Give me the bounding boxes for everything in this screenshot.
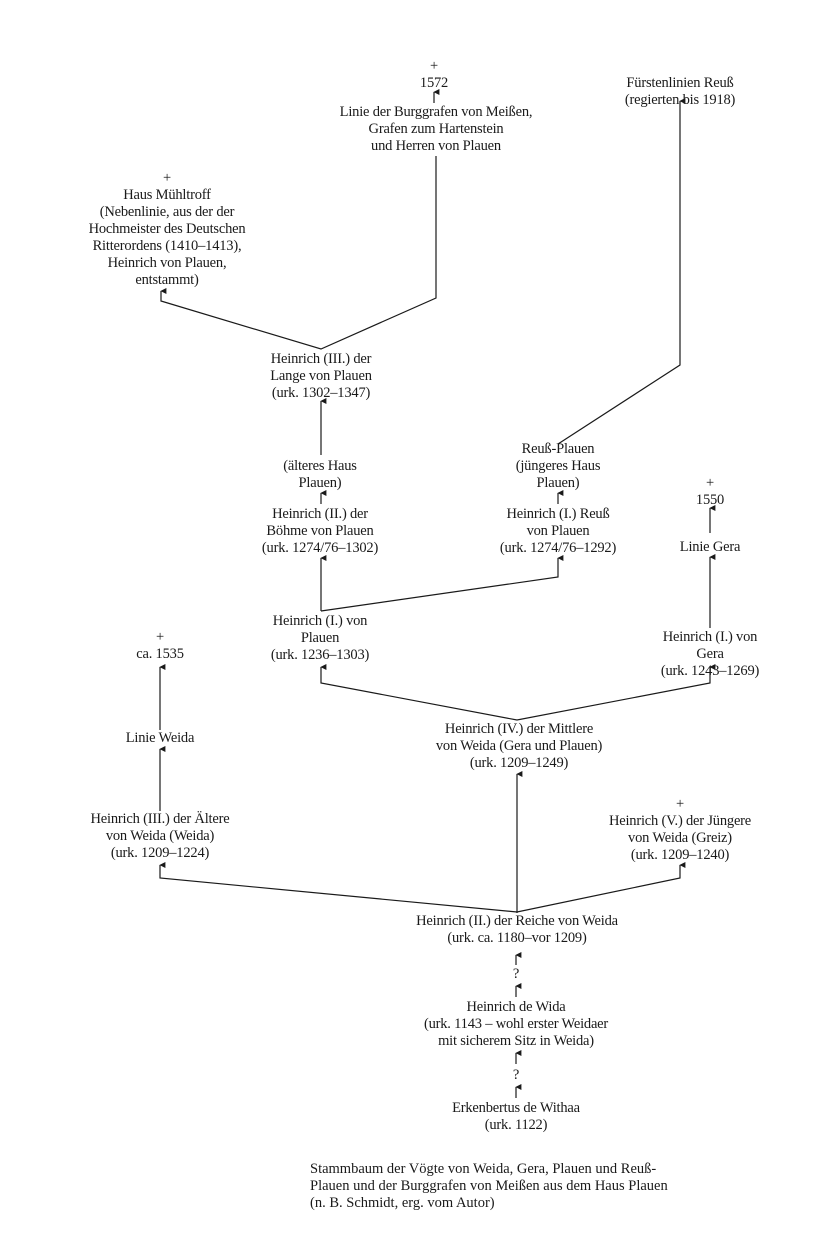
node-weida-end: + ca. 1535: [136, 629, 184, 662]
node-heinrich-i-reuss: Heinrich (I.) Reuß von Plauen (urk. 1274…: [499, 506, 617, 556]
node-muehltroff: + Haus Mühltroff (Nebenlinie, aus der de…: [88, 170, 246, 288]
node-erkenbertus: Erkenbertus de Withaa (urk. 1122): [452, 1100, 580, 1133]
connector-plauen-to-reuss: [320, 555, 564, 612]
figure-caption: Stammbaum der Vögte von Weida, Gera, Pla…: [310, 1161, 668, 1211]
node-fuerstenlinien: Fürstenlinien Reuß (regierten bis 1918): [624, 75, 736, 108]
node-reuss-plauen: Reuß-Plauen (jüngeres Haus Plauen): [515, 441, 601, 491]
node-question-2: ?: [512, 1067, 520, 1083]
node-aelteres-haus: (älteres Haus Plauen): [283, 458, 357, 491]
node-heinrich-iii-aeltere: Heinrich (III.) der Ältere von Weida (We…: [90, 811, 230, 861]
node-heinrich-i-plauen: Heinrich (I.) von Plauen (urk. 1236–1303…: [270, 613, 370, 663]
node-heinrich-de-wida: Heinrich de Wida (urk. 1143 – wohl erste…: [423, 999, 609, 1049]
connector-reiche-to-aeltere-juengere: [159, 862, 686, 913]
connector-lange-to-muehltroff-burggrafen: [160, 156, 437, 350]
node-heinrich-ii-boehme: Heinrich (II.) der Böhme von Plauen (urk…: [261, 506, 379, 556]
node-burggrafen: Linie der Burggrafen von Meißen, Grafen …: [339, 104, 533, 154]
connector-mittlere-to-plauen-gera: [320, 664, 716, 721]
node-heinrich-v-juengere: + Heinrich (V.) der Jüngere von Weida (G…: [608, 796, 752, 863]
node-question-1: ?: [512, 966, 520, 982]
node-linie-gera: Linie Gera: [679, 539, 741, 555]
node-gera-end: + 1550: [695, 475, 725, 508]
node-heinrich-iii-lange: Heinrich (III.) der Lange von Plauen (ur…: [270, 351, 372, 401]
connector-reuss-to-fuerstenlinien: [557, 98, 686, 445]
node-linie-weida: Linie Weida: [125, 730, 195, 746]
node-heinrich-i-gera: Heinrich (I.) von Gera (urk. 1243–1269): [660, 629, 760, 679]
node-heinrich-ii-reiche: Heinrich (II.) der Reiche von Weida (urk…: [416, 913, 618, 946]
node-heinrich-iv-mittlere: Heinrich (IV.) der Mittlere von Weida (G…: [435, 721, 603, 771]
node-burggrafen-end: + 1572: [419, 58, 449, 91]
